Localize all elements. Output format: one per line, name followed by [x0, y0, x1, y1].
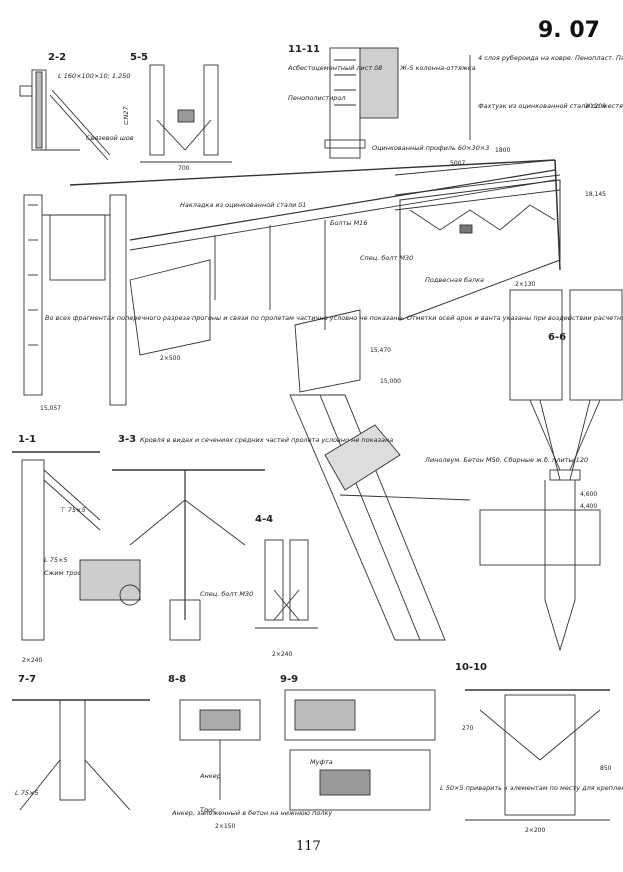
anchor-embed-label: Анкер, заложенный в бетон на нижнюю полк… [171, 809, 332, 817]
spec-bolt-label: Спец. болт М30 [360, 254, 413, 262]
roof-note-label: Кровля в видах и сечениях средних частей… [140, 436, 393, 444]
penopolystyrene-label: Пенополистирол [288, 94, 346, 102]
dim-2x240-a: 2×240 [22, 657, 42, 664]
dim-1800: 1800 [495, 147, 510, 154]
sheet-number: 9. 07 [538, 18, 600, 43]
section-label-4-4: 4-4 [255, 514, 273, 525]
section-label-9-9: 9-9 [280, 674, 298, 685]
dim-850: 850 [600, 765, 612, 772]
dim-2x150: 2×150 [215, 823, 235, 830]
cable-clamp-label: Сжим троса [44, 569, 85, 577]
detail-2-2: 2-2 L 160×100×10; 1.250 Связевой шов [19, 52, 134, 161]
asbestos-sheet-label: Асбестоцементный лист δ8 [287, 64, 382, 72]
dim-270: 270 [462, 725, 474, 732]
page-number: 117 [296, 839, 321, 854]
section-label-11-11: 11-11 [288, 44, 320, 55]
detail-10-10: 10-10 850 270 2×200 L 50×5 приварить к э… [440, 662, 623, 834]
strut-block: Линолеум. Бетон М50. Сборные ж.б. плиты … [289, 394, 588, 641]
bolt-m30-label: Спец. болт М30 [200, 590, 253, 598]
dim-700: 700 [178, 165, 190, 172]
section-label-1-1: 1-1 [18, 434, 36, 445]
roof-layers-note: 4 слоя рубероида на ковре. Пенопласт. Па… [469, 54, 623, 140]
elevation-18145: 18,145 [585, 191, 606, 198]
dim-5007: 5007 [450, 160, 465, 167]
detail-6-6: 6-6 4,600 4,400 2×130 [479, 281, 623, 652]
profile-l75-label-b: L 75×5 [15, 789, 39, 797]
cn27-label: ⊏N27 [122, 106, 130, 125]
elevation-15470: 15,470 [370, 347, 391, 354]
detail-11-11: 11-11 Асбестоцементный лист δ8 Пенополис… [287, 44, 489, 159]
bolts-m16-label: Болты М16 [330, 219, 367, 227]
elevation-20200: 20,200 [585, 103, 606, 110]
main-frame-section: 5007 1800 18,145 Болты М16 Накладка из о… [69, 147, 606, 393]
detail-3-3: 3-3 Кровля в видах и сечениях средних ча… [79, 434, 393, 641]
detail-4-4: 4-4 2×240 [255, 514, 318, 658]
bracing-label: Связевой шов [86, 134, 134, 142]
elevation-4400: 4,400 [580, 503, 597, 510]
cable-label: Трос [200, 806, 216, 814]
profile-t75-label: ⊤ 75×5 [60, 506, 86, 514]
linoleum-label: Линолеум. Бетон М50. Сборные ж.б. плиты … [424, 456, 588, 464]
detail-7-7: 7-7 L 75×5 [12, 674, 150, 811]
suspended-beam-label: Подвесная балка [425, 276, 484, 284]
dim-2x130: 2×130 [515, 281, 535, 288]
anchor-label: Анкер [199, 772, 221, 780]
detail-9-9: 9-9 Муфта Анкер, заложенный в бетон на н… [171, 674, 436, 817]
overlay-label: Накладка из оцинкованной стали δ1 [180, 201, 306, 209]
left-column: Во всех фрагментах поперечного разреза п… [23, 194, 623, 412]
dim-2x240-b: 2×240 [272, 651, 292, 658]
coupling-label: Муфта [310, 758, 333, 766]
section-label-3-3: 3-3 [118, 434, 136, 445]
detail-5-5: 5-5 700 ⊏N27 [122, 52, 232, 172]
section-label-6-6: 6-6 [548, 332, 566, 343]
detail-1-1: 1-1 ⊤ 75×5 L 75×5 Сжим троса 2×240 [12, 434, 101, 664]
lower-clamp-label: L 50×5 приварить к элементам по месту дл… [440, 784, 623, 792]
detail-8-8: 8-8 Анкер Трос 2×150 [168, 674, 261, 830]
section-label-10-10: 10-10 [455, 662, 487, 673]
elevation-15000: 15,000 [380, 378, 401, 385]
elevation-4600: 4,600 [580, 491, 597, 498]
section-label-2-2: 2-2 [48, 52, 66, 63]
dim-2x200: 2×200 [525, 827, 545, 834]
section-label-8-8: 8-8 [168, 674, 186, 685]
galv-profile-label: Оцинкованный профиль 60×30×3 [372, 144, 489, 152]
column-label: Ж-5 колонна-оттяжка [399, 64, 476, 72]
section-label-7-7: 7-7 [18, 674, 36, 685]
section-label-5-5: 5-5 [130, 52, 148, 63]
roof-layers-label: 4 слоя рубероида на ковре. Пенопласт. Па… [478, 54, 623, 62]
frame-note-label: Во всех фрагментах поперечного разреза п… [45, 314, 623, 322]
profile-l160-label: L 160×100×10; 1.250 [58, 72, 131, 80]
elevation-15057: 15,057 [40, 405, 61, 412]
dim-2x500: 2×500 [160, 355, 180, 362]
rafter-note-label: Фахтуэк из оцинкованной стали по жестяны… [478, 102, 623, 110]
profile-l75-label: L 75×5 [44, 556, 68, 564]
